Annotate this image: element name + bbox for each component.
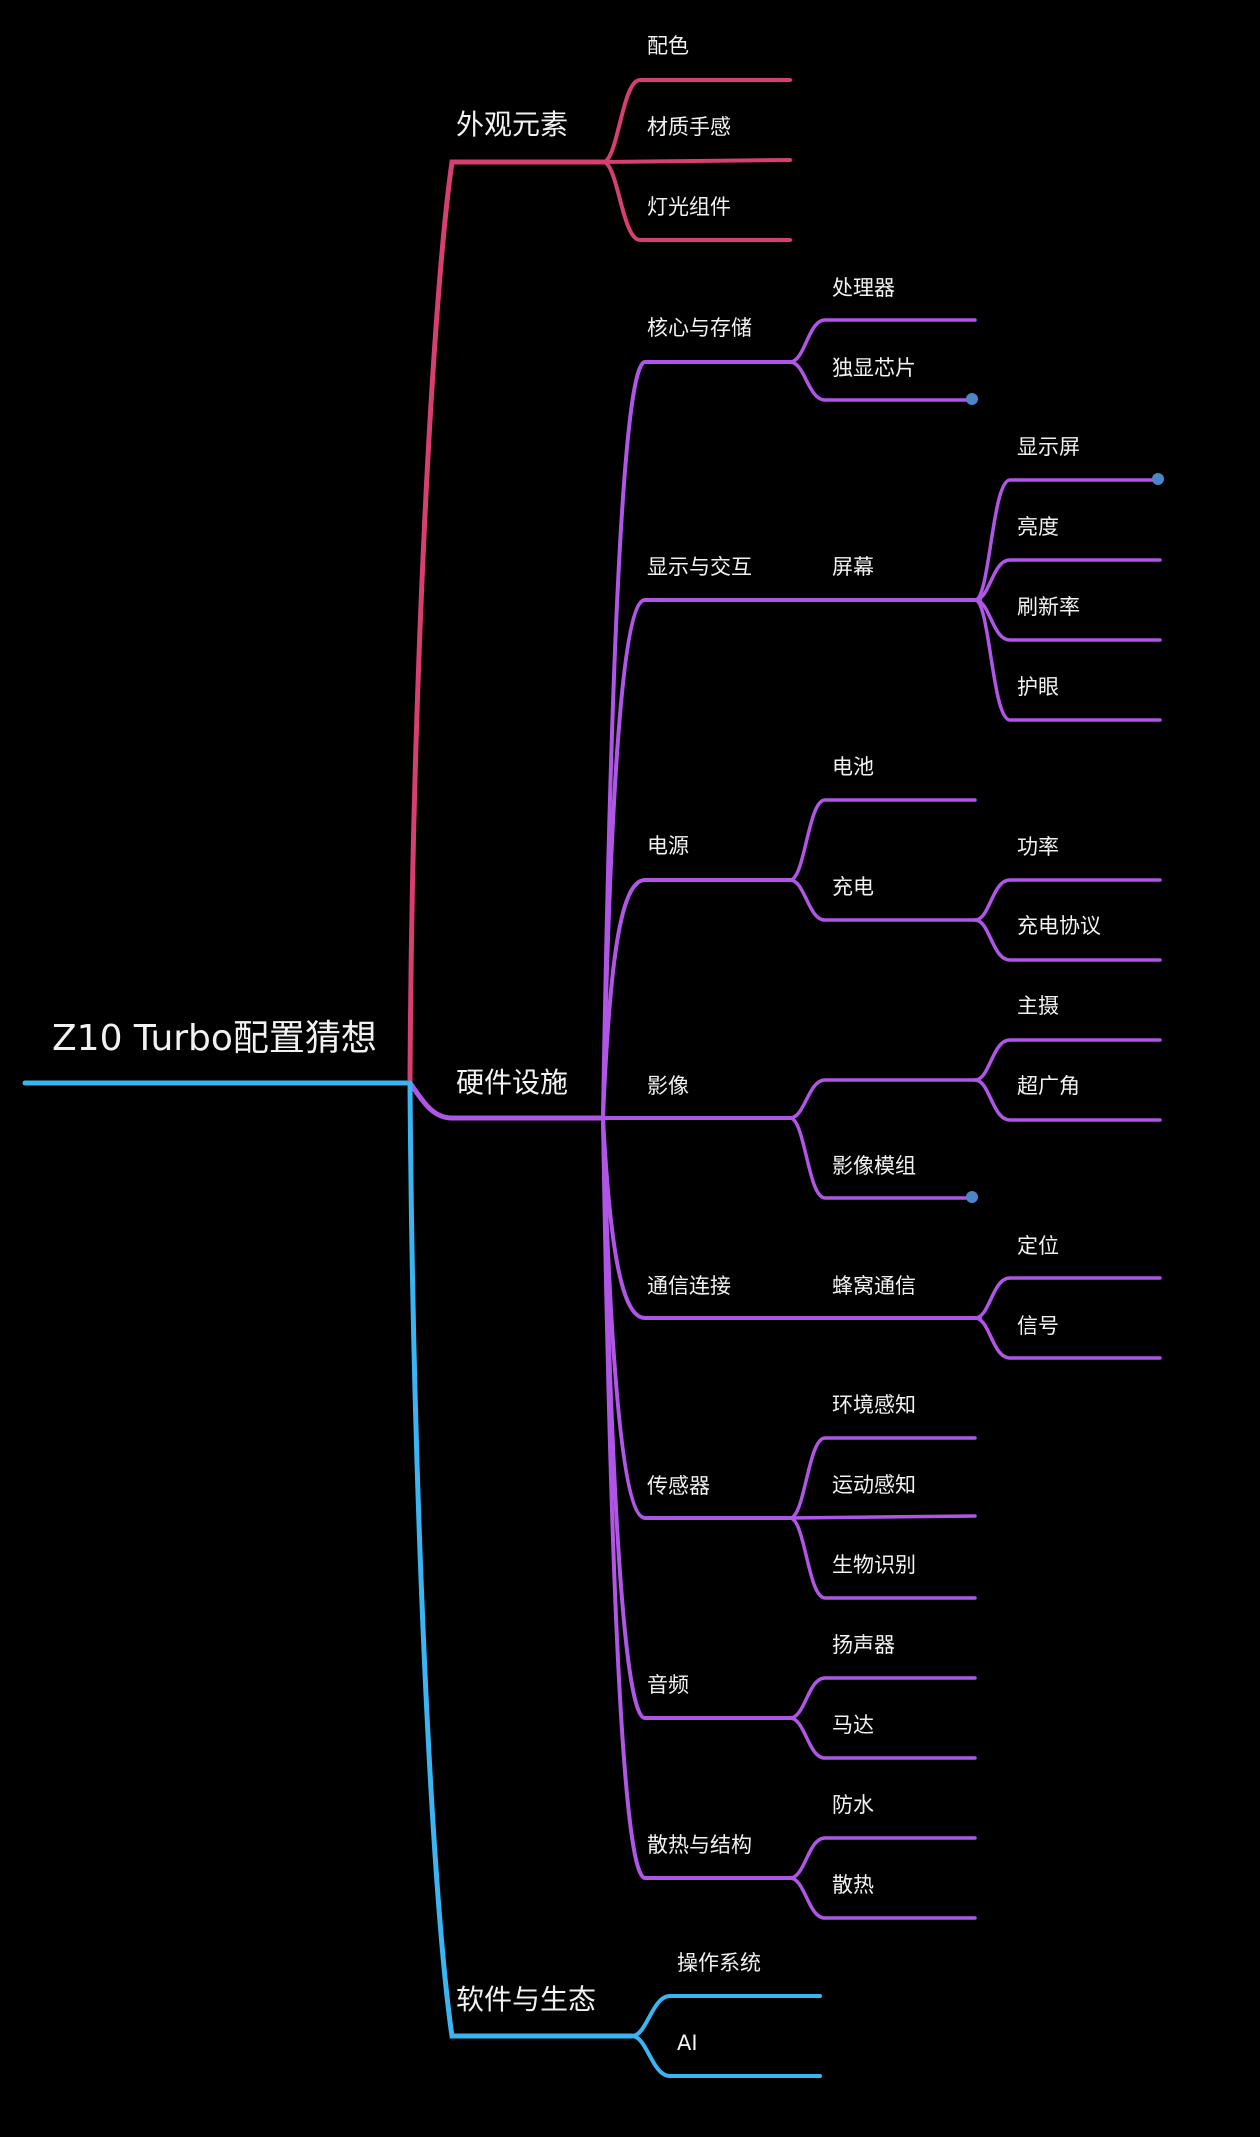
- node-color-scheme[interactable]: 配色: [647, 34, 689, 58]
- node-heat-dissipation[interactable]: 散热: [832, 1873, 874, 1897]
- node-material[interactable]: 材质手感: [647, 115, 731, 139]
- appearance-branch-3: [601, 160, 792, 242]
- node-cooling-structure[interactable]: 散热与结构: [647, 1833, 752, 1857]
- node-motion-sensing[interactable]: 运动感知: [832, 1473, 916, 1497]
- appearance-connector: [407, 159, 606, 1086]
- hw-link-display: [601, 598, 982, 1120]
- node-gpu[interactable]: 独显芯片: [832, 356, 916, 380]
- node-cellular[interactable]: 蜂窝通信: [832, 1274, 916, 1298]
- node-connectivity[interactable]: 通信连接: [647, 1274, 731, 1298]
- marker-dot-display: [1152, 473, 1164, 485]
- node-refresh-rate[interactable]: 刷新率: [1017, 595, 1080, 619]
- software-connector: [407, 1080, 635, 2039]
- node-screen[interactable]: 屏幕: [832, 555, 874, 579]
- node-ultrawide[interactable]: 超广角: [1017, 1074, 1080, 1098]
- hardware-connector: [407, 1080, 606, 1121]
- node-imaging[interactable]: 影像: [647, 1074, 689, 1098]
- marker-dot-gpu: [966, 393, 978, 405]
- hw-link-cooling: [601, 1116, 792, 1880]
- appearance-branch-2: [601, 158, 792, 164]
- node-power[interactable]: 电源: [647, 834, 689, 858]
- node-lighting[interactable]: 灯光组件: [647, 195, 731, 219]
- node-display-interaction[interactable]: 显示与交互: [647, 555, 752, 579]
- node-charging-protocol[interactable]: 充电协议: [1017, 914, 1101, 938]
- marker-dot-camera-module: [966, 1191, 978, 1203]
- node-wattage[interactable]: 功率: [1017, 835, 1059, 859]
- software-branches: [630, 1994, 822, 2078]
- node-ai[interactable]: AI: [677, 2031, 698, 2055]
- node-biometrics[interactable]: 生物识别: [832, 1553, 916, 1577]
- root-title: Z10 Turbo配置猜想: [52, 1018, 377, 1059]
- hw-link-audio: [601, 1116, 792, 1720]
- hardware-level3: [788, 318, 1162, 1920]
- node-processor[interactable]: 处理器: [832, 276, 895, 300]
- node-audio[interactable]: 音频: [647, 1673, 689, 1697]
- node-speaker[interactable]: 扬声器: [832, 1633, 895, 1657]
- node-os[interactable]: 操作系统: [677, 1951, 761, 1975]
- node-hardware[interactable]: 硬件设施: [456, 1066, 569, 1099]
- node-positioning[interactable]: 定位: [1017, 1234, 1059, 1258]
- node-sensors[interactable]: 传感器: [647, 1474, 710, 1498]
- hw-link-core: [601, 360, 792, 1120]
- appearance-branch-1: [601, 78, 792, 164]
- hardware-trunk: [601, 360, 982, 1880]
- node-appearance[interactable]: 外观元素: [456, 108, 569, 141]
- node-camera-module[interactable]: 影像模组: [832, 1154, 916, 1178]
- appearance-branches: [601, 78, 792, 242]
- node-motor[interactable]: 马达: [832, 1713, 874, 1737]
- node-brightness[interactable]: 亮度: [1017, 515, 1059, 539]
- node-software[interactable]: 软件与生态: [456, 1983, 597, 2016]
- node-eye-care[interactable]: 护眼: [1017, 675, 1059, 699]
- hw-link-power: [601, 878, 792, 1120]
- node-core-storage[interactable]: 核心与存储: [647, 316, 752, 340]
- node-battery[interactable]: 电池: [832, 755, 874, 779]
- node-signal[interactable]: 信号: [1017, 1314, 1059, 1338]
- node-display-panel[interactable]: 显示屏: [1017, 435, 1080, 459]
- node-charging[interactable]: 充电: [832, 875, 874, 899]
- node-ambient-sensing[interactable]: 环境感知: [832, 1393, 916, 1417]
- node-main-camera[interactable]: 主摄: [1017, 994, 1059, 1018]
- node-waterproof[interactable]: 防水: [832, 1793, 874, 1817]
